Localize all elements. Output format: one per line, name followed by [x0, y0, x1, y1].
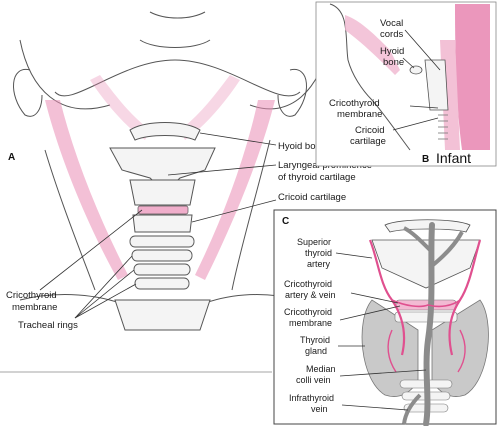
larynx-body [129, 179, 196, 206]
cricothyroid-artery-shape [391, 299, 461, 308]
label-vocal-1: Vocal [380, 18, 403, 29]
jaw-outline [54, 59, 301, 97]
panel-b-title: Infant [436, 150, 471, 166]
infant-cricoid-leader [392, 117, 439, 131]
vocal-leader [404, 29, 441, 71]
panel-c-letter: C [282, 216, 289, 227]
panel-b-letter: B [422, 154, 429, 165]
label-infant-hyoid-2: bone [383, 57, 404, 68]
infant-hyoid-bone [409, 65, 423, 75]
label-cricothyroid-1: Cricothyroid [6, 290, 57, 301]
right-sternocleidomastoid [195, 100, 275, 280]
label-infant-cricothyroid-2: membrane [337, 109, 382, 120]
label-laryngeal-prominence-2: of thyroid cartilage [278, 172, 356, 183]
superior-leader [335, 252, 373, 259]
right-ear [277, 69, 307, 117]
panel-c: C Superior thyroid artery Cricothyroid a… [273, 209, 497, 426]
cricothyroid-leader [39, 209, 143, 291]
infant-head-profile [329, 3, 411, 151]
infant-trachea-rings [438, 114, 448, 140]
branch-vein-left [403, 226, 432, 252]
infrathyroid-leader [341, 404, 409, 411]
tracheal-leader-1 [74, 255, 133, 319]
panel-b: Vocal cords Hyoid bone Cricothyroid memb… [315, 1, 497, 167]
label-tracheal-rings: Tracheal rings [18, 320, 78, 331]
thyroid-artery-branches [387, 329, 466, 373]
cricothyroid-mem-leader [339, 305, 401, 321]
panel-a: A Hyoid bone Laryngeal prominence of thy… [0, 11, 372, 373]
branch-vein-right [431, 231, 464, 267]
label-infant-hyoid-1: Hyoid [380, 46, 404, 57]
label-infant-cricoid-1: Cricoid [355, 125, 385, 136]
infrathyroid-vein-shape [402, 393, 422, 425]
infant-cricothyroid-leader [409, 105, 439, 109]
label-infant-cricoid-2: cartilage [350, 136, 386, 147]
tracheal-leader-3 [74, 283, 137, 319]
infant-larynx [424, 59, 449, 111]
c-cricoid [394, 311, 458, 323]
label-superior-3: artery [307, 259, 331, 269]
cricothyroid-av-leader [350, 292, 399, 304]
laryngeal-leader [167, 164, 277, 176]
median-leader [339, 369, 427, 377]
superior-thyroid-artery-left [368, 239, 406, 356]
label-vocal-2: cords [380, 29, 403, 40]
label-thyroid-2: gland [305, 346, 327, 356]
hyoid-leader [199, 132, 277, 146]
left-sternocleidomastoid [45, 100, 128, 280]
label-cricothyroid-av-2: artery & vein [285, 290, 336, 300]
label-thyroid-1: Thyroid [300, 335, 330, 345]
infant-oral-cavity [345, 15, 400, 75]
label-cricothyroid-av-1: Cricothyroid [284, 279, 332, 289]
label-infant-cricothyroid-1: Cricothyroid [329, 98, 380, 109]
label-median-1: Median [306, 364, 336, 374]
label-cricothyroid-mem-1: Cricothyroid [284, 307, 332, 317]
tracheal-rings-shape [129, 235, 195, 290]
label-cricothyroid-2: membrane [12, 302, 57, 313]
label-superior-2: thyroid [305, 248, 332, 258]
label-superior-1: Superior [297, 237, 331, 247]
chin-outline [139, 39, 211, 48]
infant-airway [455, 4, 490, 150]
label-cricoid-cartilage: Cricoid cartilage [278, 192, 346, 203]
cricoid-leader [191, 199, 277, 223]
cricothyroid-membrane-shape [137, 205, 189, 215]
neck-left-side [44, 149, 96, 291]
neck-right-side [231, 139, 271, 291]
sternum [114, 299, 211, 331]
c-thyroid-cartilage [371, 239, 481, 289]
mouth-outline [149, 11, 206, 19]
infant-hyoid-leader [402, 57, 415, 69]
hyoid-bone-shape [129, 122, 201, 141]
left-ear [13, 69, 43, 117]
face-outline [19, 39, 331, 110]
label-cricothyroid-mem-2: membrane [289, 318, 332, 328]
label-hyoid-bone: Hyoid bone [278, 141, 326, 152]
left-submandibular-muscle [90, 75, 150, 140]
label-infrathyroid-2: vein [311, 404, 328, 414]
label-infrathyroid-1: Infrathyroid [289, 393, 334, 403]
label-median-2: colli vein [296, 375, 331, 385]
right-submandibular-muscle [180, 75, 240, 140]
cricoid-cartilage-shape [132, 214, 193, 233]
panel-a-letter: A [8, 152, 15, 163]
superior-thyroid-artery-right [448, 239, 482, 356]
median-colli-vein-shape [423, 222, 435, 426]
tracheal-leader-2 [74, 269, 135, 319]
